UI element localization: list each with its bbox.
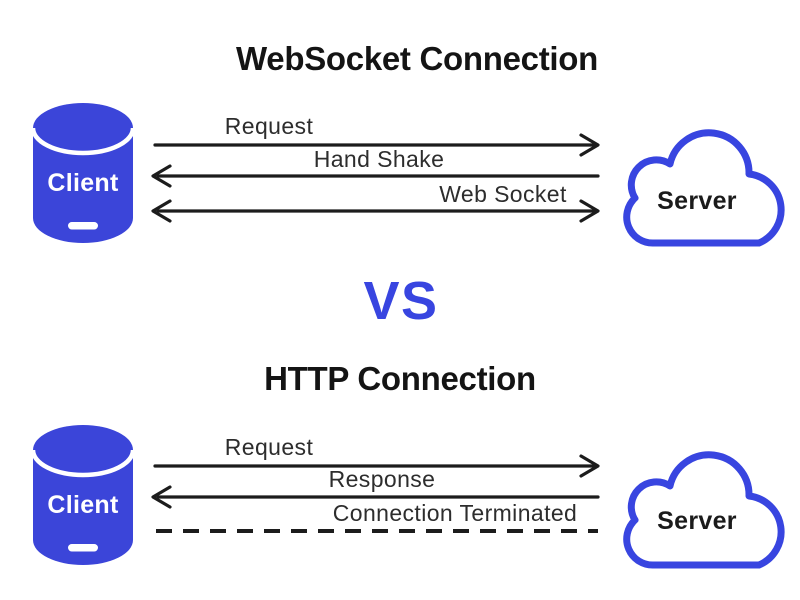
websocket-section-title: WebSocket Connection — [236, 40, 598, 77]
http-client-label: Client — [47, 491, 119, 519]
websocket-websocket-label: Web Socket — [439, 181, 567, 207]
http-response-arrow-left — [151, 485, 600, 509]
http-request-label: Request — [224, 434, 314, 460]
vs-label: VS — [363, 271, 439, 331]
http-response-label: Response — [328, 466, 436, 492]
websocket-handshake-arrow-left — [151, 164, 600, 188]
websocket-websocket-arrow-bidirectional — [151, 199, 600, 223]
websocket-server-label: Server — [657, 187, 737, 215]
http-section-title: HTTP Connection — [264, 360, 536, 397]
http-connection-terminated-label: Connection Terminated — [332, 500, 578, 526]
websocket-handshake-label: Hand Shake — [313, 146, 445, 172]
http-request-arrow-right — [153, 454, 600, 478]
http-arrows — [151, 454, 600, 533]
websocket-arrows — [151, 133, 600, 223]
websocket-request-arrow-right — [153, 133, 600, 157]
websocket-client-label: Client — [47, 169, 119, 197]
websocket-request-label: Request — [224, 113, 314, 139]
http-server-label: Server — [657, 507, 737, 535]
